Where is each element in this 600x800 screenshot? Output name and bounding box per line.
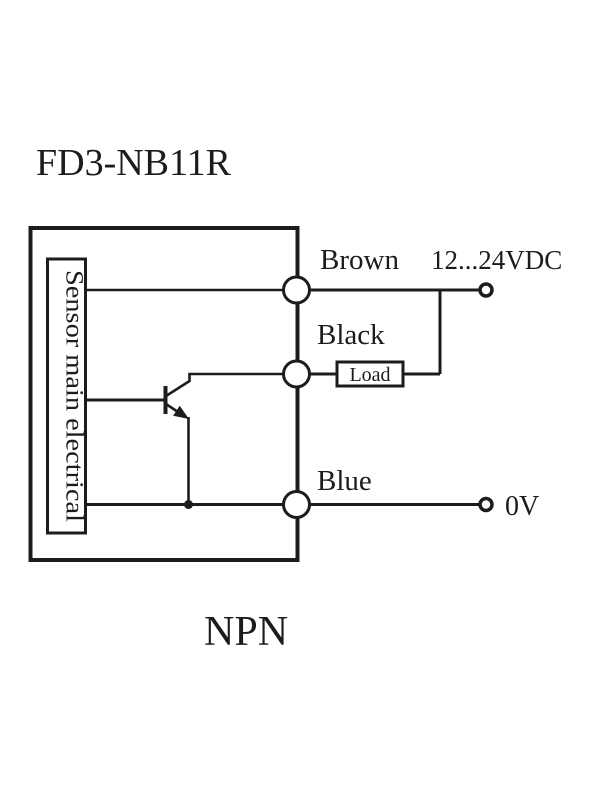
brown-wire-label: Brown [320,244,399,276]
output-type-label: NPN [204,609,288,655]
ground-pin-circle [478,496,494,513]
black-terminal-circle [282,359,311,389]
brown-terminal-circle [282,275,311,305]
blue-terminal-circle [282,490,311,519]
power-pin-circle [478,282,494,298]
power-terminal-label: 12...24VDC [431,245,562,275]
transistor-emitter-arrow-icon [173,405,189,419]
sensor-housing-outline [28,226,300,562]
sensor-main-electrical-label: Sensor main electrical [61,270,88,522]
transistor-collector-wire [165,372,283,398]
ground-terminal-label: 0V [505,491,539,522]
npn-transistor-symbol [163,372,283,509]
sensor-main-electrical-box [46,257,87,535]
black-wire-label: Black [317,319,385,351]
load-label: Load [349,364,390,386]
blue-wire-label: Blue [317,465,372,497]
model-title: FD3-NB11R [36,142,232,184]
